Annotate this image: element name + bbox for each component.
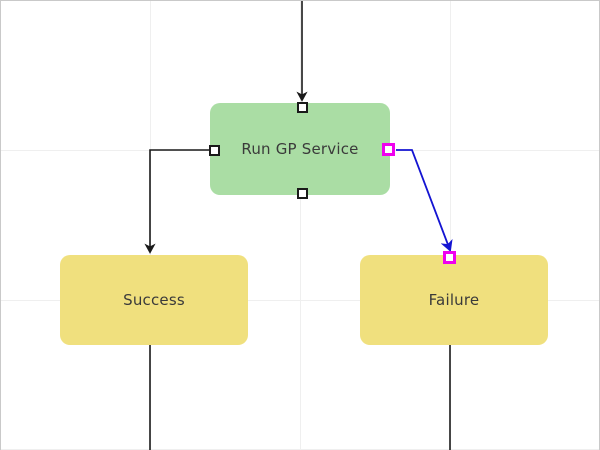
port-run-gp-service-right[interactable] [382,143,395,156]
node-success[interactable]: Success [60,255,248,345]
node-failure[interactable]: Failure [360,255,548,345]
node-label: Failure [428,291,480,309]
node-run-gp-service[interactable]: Run GP Service [210,103,390,195]
node-label: Run GP Service [241,140,359,158]
grid-line-vertical [300,0,301,450]
grid-line-horizontal [0,300,600,301]
port-failure-top[interactable] [443,251,456,264]
port-run-gp-service-top[interactable] [297,102,308,113]
edge-run-gp-service-to-failure[interactable] [396,149,453,252]
edge-run-gp-service-to-success[interactable] [144,149,212,254]
node-label: Success [123,291,185,309]
grid-line-vertical [450,0,451,450]
port-run-gp-service-bottom[interactable] [297,188,308,199]
port-run-gp-service-left[interactable] [209,145,220,156]
